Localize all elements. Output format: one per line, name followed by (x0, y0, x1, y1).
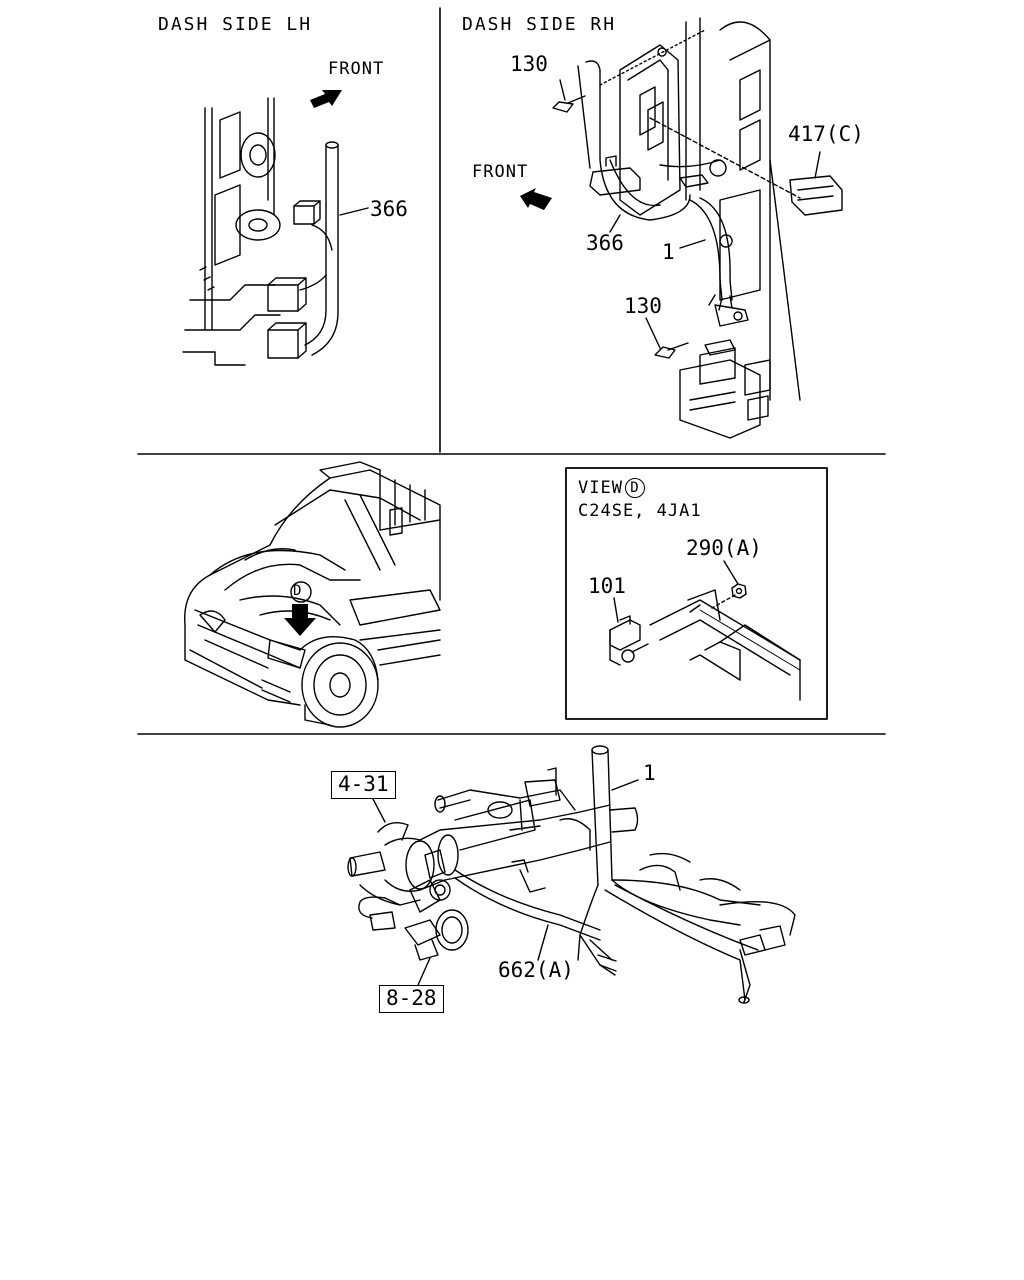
view-d-frame (565, 467, 828, 720)
steering-illustration (347, 745, 796, 1004)
view-d-callout-101: 101 (588, 574, 626, 598)
steering-callout-1: 1 (643, 761, 656, 785)
dash-rh-callout-130-top: 130 (510, 52, 548, 76)
dash-lh-title: DASH SIDE LH (158, 14, 313, 35)
dash-rh-illustration (520, 17, 843, 439)
ref-box-4-31[interactable]: 4-31 (331, 771, 396, 799)
steering-callout-662a: 662(A) (498, 958, 574, 982)
dash-lh-callout-366: 366 (370, 197, 408, 221)
vehicle-illustration (184, 461, 441, 728)
dash-rh-callout-417c: 417(C) (788, 122, 864, 146)
dash-rh-callout-366: 366 (586, 231, 624, 255)
view-d-illustration (609, 560, 801, 701)
view-d-marker: D (624, 478, 645, 498)
dash-rh-callout-130-bottom: 130 (624, 294, 662, 318)
ref-box-8-28[interactable]: 8-28 (379, 985, 444, 1013)
dash-lh-illustration (182, 90, 369, 366)
panel-dividers (137, 7, 886, 735)
view-d-callout-290a: 290(A) (686, 536, 762, 560)
dash-rh-title: DASH SIDE RH (462, 14, 617, 35)
dash-rh-callout-1: 1 (662, 240, 675, 264)
view-d-engines: C24SE, 4JA1 (578, 501, 702, 521)
view-d-label: VIEW (578, 478, 623, 498)
dash-lh-front-label: FRONT (328, 59, 385, 79)
vehicle-view-marker: D (293, 583, 302, 599)
dash-rh-front-label: FRONT (472, 162, 529, 182)
